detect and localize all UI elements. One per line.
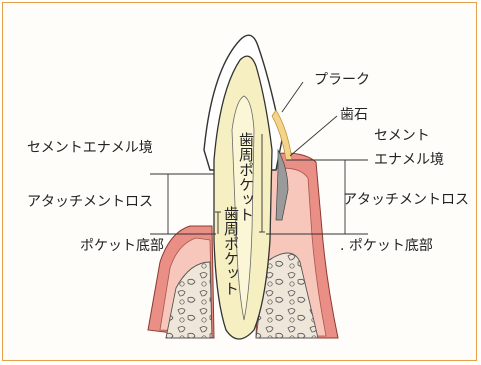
label-plaque: プラーク	[314, 72, 370, 88]
label-attachment-loss-left: アタッチメントロス	[27, 194, 153, 210]
label-pocket-base-left: ポケット底部	[80, 238, 164, 254]
label-cej-right: セメント エナメル境	[374, 124, 444, 172]
label-pocket-lower: 歯周ポケット	[223, 206, 238, 296]
label-attachment-loss-right: アタッチメントロス	[343, 192, 469, 208]
label-calculus: 歯石	[340, 107, 368, 123]
plaque-leader	[282, 82, 303, 112]
calculus-leader	[290, 116, 337, 156]
label-pocket-base-right: . ポケット底部	[340, 238, 433, 254]
label-pocket-upper: 歯周ポケット	[238, 132, 253, 222]
label-cej-left: セメントエナメル境	[27, 140, 153, 156]
